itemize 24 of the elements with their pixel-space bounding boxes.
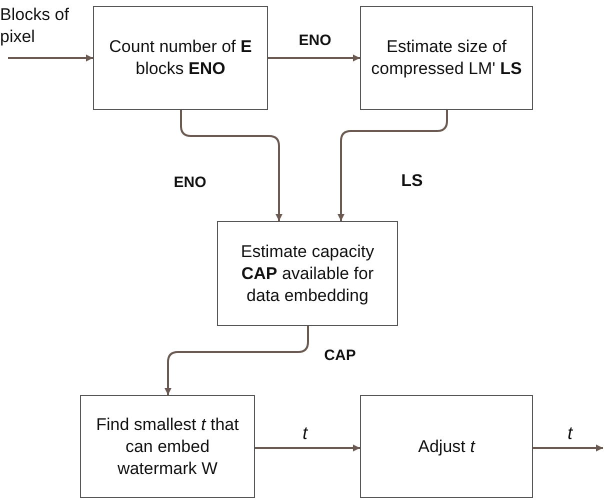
arrow [180, 110, 282, 221]
box-text: Find smallest t that can embed watermark W [95, 414, 240, 480]
box-text: Count number of E blocks ENO [108, 36, 253, 80]
arrow [268, 54, 360, 62]
process-box [93, 6, 268, 110]
edge-label: Blocks of pixel [0, 4, 70, 48]
box-text: Estimate capacity CAP available for data embedding [240, 240, 376, 306]
edge-label: ENO [298, 31, 332, 51]
arrow [255, 444, 360, 452]
process-box [217, 221, 398, 326]
process-box [360, 395, 533, 498]
arrow [338, 110, 448, 221]
edge-label: ENO [172, 173, 208, 193]
box-text: Adjust t [418, 436, 475, 458]
edge-label: CAP [323, 346, 357, 366]
edge-label: t [566, 422, 574, 445]
edge-label: LS [400, 170, 424, 192]
arrow [164, 326, 309, 395]
arrow [8, 54, 93, 62]
process-box [360, 6, 533, 110]
box-text: Estimate size of compressed LM' LS [370, 36, 523, 80]
edge-label: t [301, 422, 309, 445]
arrow [533, 444, 603, 452]
process-box [80, 395, 255, 498]
